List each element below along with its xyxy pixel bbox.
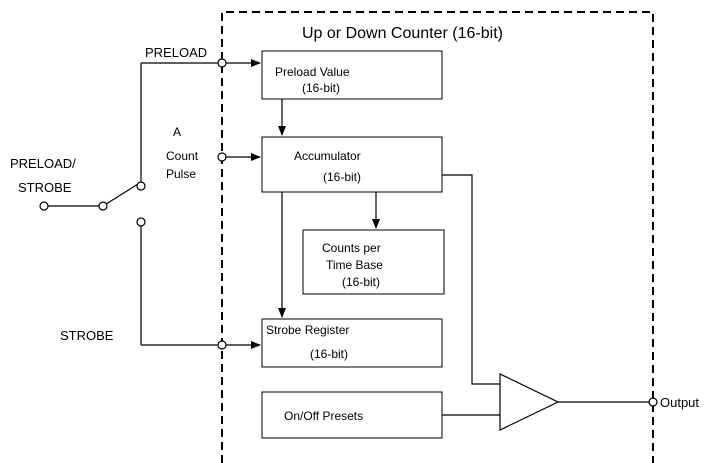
terminals (39, 58, 658, 407)
preload-input-label: PRELOAD (145, 45, 207, 60)
accumulator-block (261, 136, 443, 193)
counts-per-time-base-block (302, 229, 445, 295)
selector-switch (48, 62, 218, 346)
output-label: Output (660, 395, 699, 410)
a-count-pulse-line2: Count (166, 149, 199, 163)
strobe-register-width: (16-bit) (310, 347, 348, 361)
comparator-wiring (442, 174, 650, 416)
signal-arrows (225, 59, 380, 349)
preload-strobe-terminal (39, 201, 49, 211)
a-count-pulse-line3: Pulse (166, 167, 196, 181)
output-terminal (648, 397, 658, 407)
counter-boundary (221, 11, 654, 463)
count-pulse-terminal (217, 152, 227, 162)
preload-value-label: Preload Value (275, 65, 350, 79)
preload-terminal (217, 58, 227, 68)
strobe-register-block (261, 318, 443, 368)
comparator-symbol (499, 373, 560, 431)
counts-per-time-base-line1: Counts per (322, 241, 381, 255)
accumulator-width: (16-bit) (323, 170, 361, 184)
strobe-terminal (217, 340, 227, 350)
counter-title: Up or Down Counter (16-bit) (302, 25, 503, 42)
strobe-input-label: STROBE (60, 328, 114, 343)
on-off-presets-label: On/Off Presets (284, 409, 363, 423)
preload-value-block (261, 50, 443, 100)
preload-value-width: (16-bit) (302, 81, 340, 95)
counts-per-time-base-line2: Time Base (326, 258, 383, 272)
switch-lower-terminal (136, 217, 146, 227)
switch-upper-terminal (136, 181, 146, 191)
preload-strobe-label-line2: STROBE (18, 180, 72, 195)
accumulator-label: Accumulator (294, 149, 361, 163)
counts-per-time-base-width: (16-bit) (342, 275, 380, 289)
a-count-pulse-line1: A (173, 125, 181, 139)
switch-pivot-terminal (98, 201, 108, 211)
preload-strobe-label-line1: PRELOAD/ (10, 156, 76, 171)
strobe-register-label: Strobe Register (266, 323, 349, 337)
